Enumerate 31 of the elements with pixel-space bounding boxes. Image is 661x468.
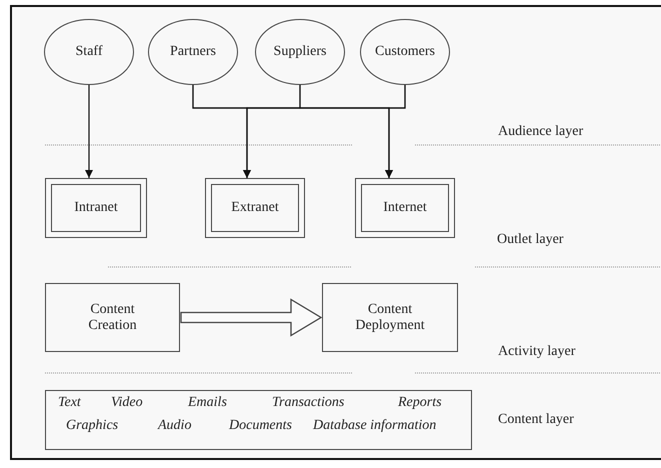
outlet-box: [205, 178, 305, 238]
content-type-text: Reports: [398, 395, 442, 411]
node-label: Content Deployment: [354, 302, 426, 334]
content-type-text: Transactions: [272, 395, 344, 411]
content-type-text: Documents: [229, 418, 292, 434]
block-arrow: [180, 298, 322, 337]
content-type-text: Audio: [158, 418, 192, 434]
node-label: Intranet: [74, 200, 118, 216]
content-type-text: Video: [111, 395, 143, 411]
layer-label: Outlet layer: [497, 232, 564, 248]
node-label: Suppliers: [274, 44, 326, 60]
content-type-text: Text: [58, 395, 81, 411]
layer-label: Audience layer: [498, 124, 584, 140]
arrow: [385, 85, 406, 178]
node-label: Internet: [383, 200, 427, 216]
content-type-text: Graphics: [66, 418, 118, 434]
activity-box: [322, 283, 458, 352]
arrow: [85, 85, 93, 178]
layer-label: Activity layer: [498, 344, 576, 360]
node-label: Content Creation: [87, 302, 138, 334]
node-label: Partners: [170, 44, 216, 60]
node-label: Customers: [375, 44, 435, 60]
content-type-text: Database information: [313, 418, 436, 434]
outlet-box: [355, 178, 455, 238]
layer-label: Content layer: [498, 412, 574, 428]
content-type-text: Emails: [188, 395, 227, 411]
node-label: Staff: [76, 44, 102, 60]
activity-box: [45, 283, 180, 352]
content-box: [45, 390, 472, 450]
node-label: Extranet: [231, 200, 279, 216]
outlet-box: [45, 178, 147, 238]
